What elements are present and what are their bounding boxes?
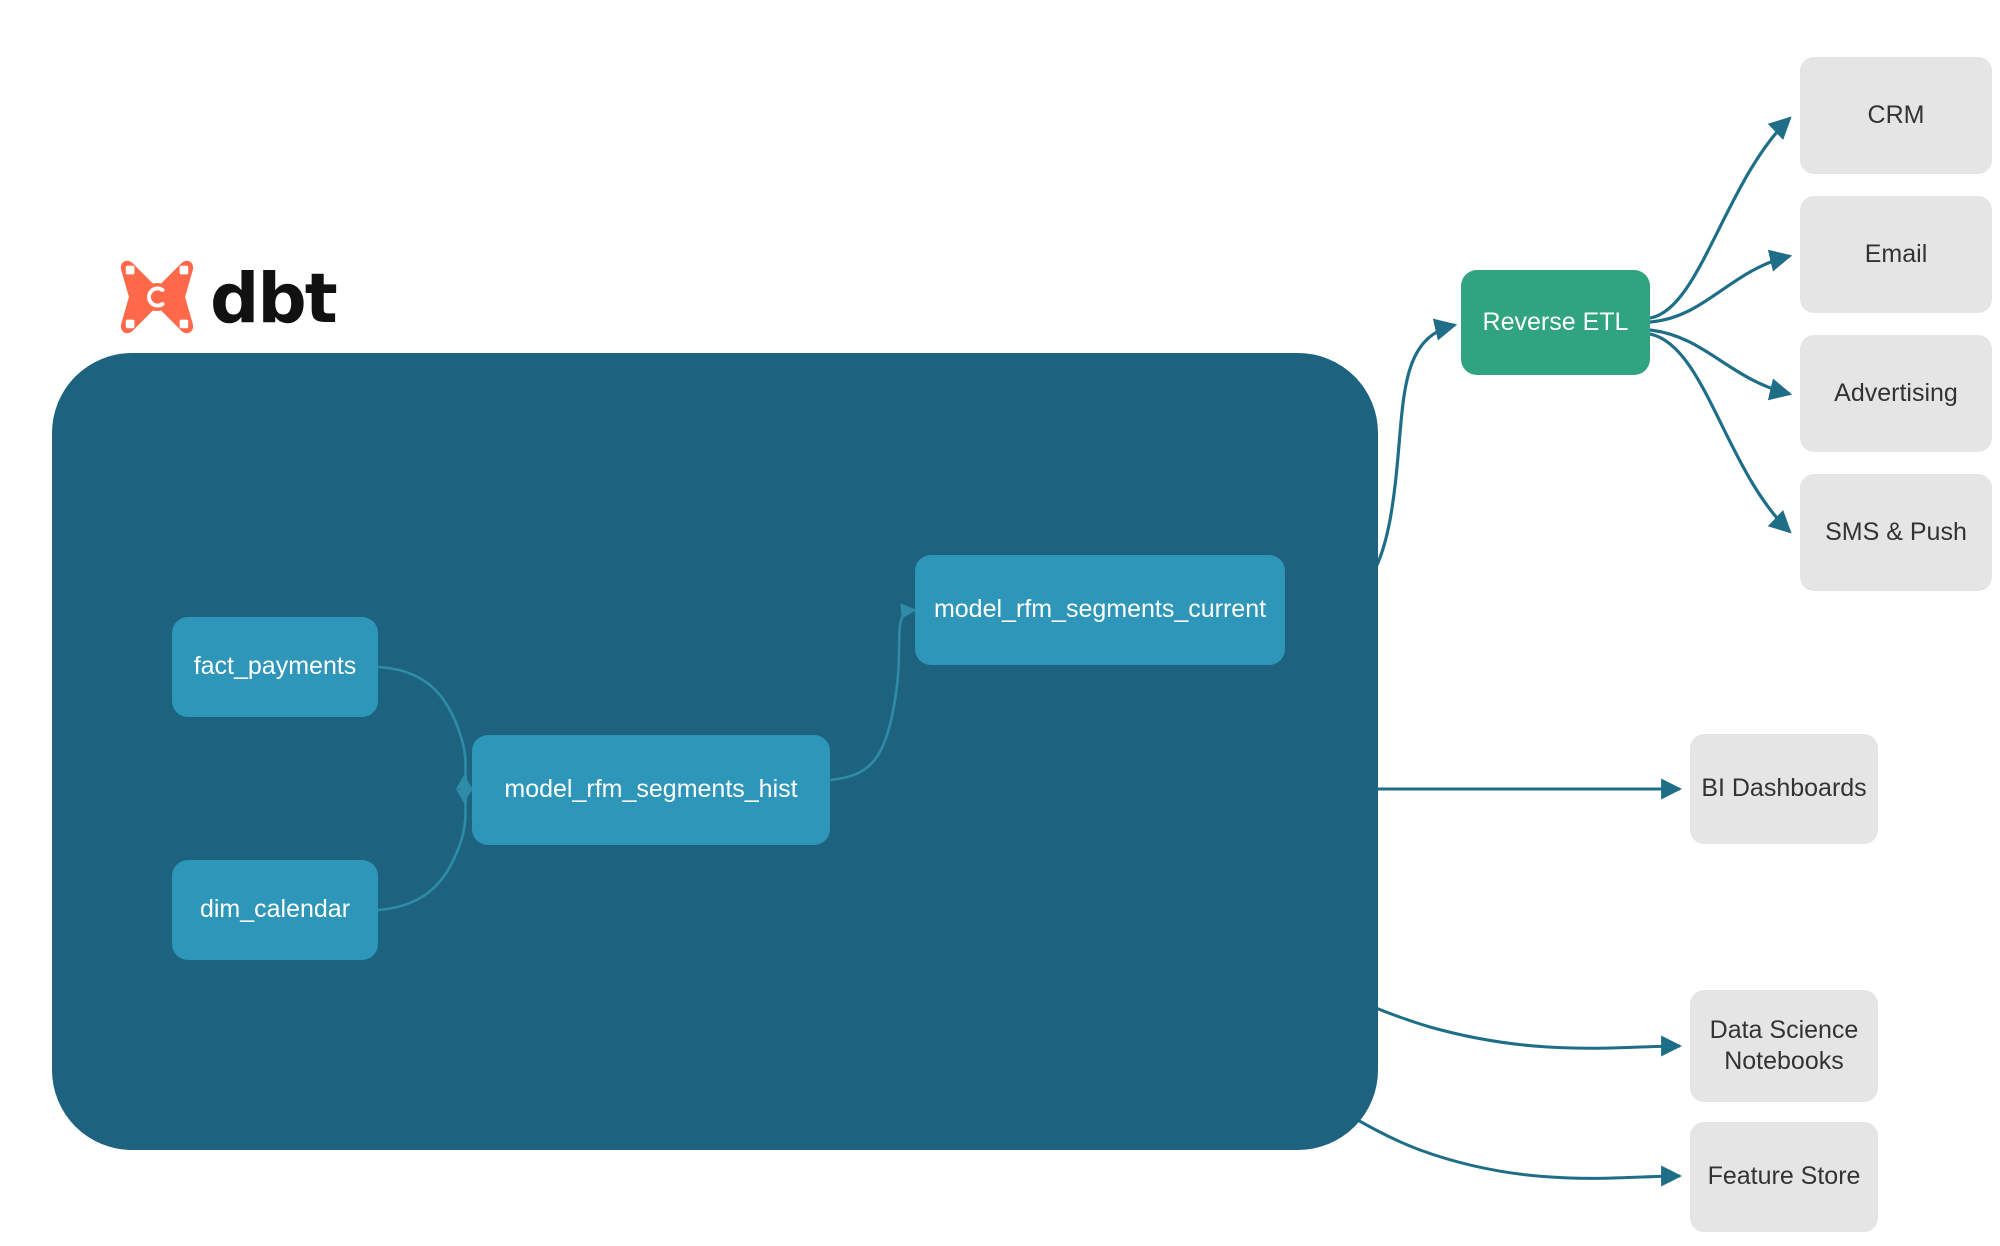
node-label: SMS & Push	[1825, 517, 1967, 546]
edge-reverse-etl-to-sms-push	[1649, 332, 1792, 534]
node-crm[interactable]: CRM	[1800, 57, 1992, 174]
node-label: Advertising	[1834, 378, 1958, 407]
node-label: model_rfm_segments_current	[933, 595, 1267, 624]
node-sms-push[interactable]: SMS & Push	[1800, 474, 1992, 591]
node-model-rfm-segments-current[interactable]: model_rfm_segments_current	[915, 555, 1285, 665]
node-bi-dashboards[interactable]: BI Dashboards	[1690, 734, 1878, 844]
node-label: Reverse ETL	[1482, 307, 1629, 336]
node-label-multiline: Data Science Notebooks	[1710, 1015, 1859, 1078]
edge-fact-payments-to-hist	[377, 665, 474, 791]
edge-reverse-etl-to-email	[1649, 249, 1793, 324]
dbt-x-logo-icon	[120, 260, 194, 334]
node-label: fact_payments	[193, 652, 357, 681]
node-label: CRM	[1867, 100, 1925, 129]
node-feature-store[interactable]: Feature Store	[1690, 1122, 1878, 1232]
node-email[interactable]: Email	[1800, 196, 1992, 313]
edge-reverse-etl-to-crm	[1649, 116, 1792, 320]
node-label: model_rfm_segments_hist	[504, 775, 798, 804]
edge-dim-calendar-to-hist	[377, 787, 474, 912]
node-label-line1: Data Science	[1709, 1015, 1859, 1044]
edge-hist-to-current	[829, 603, 917, 782]
node-fact-payments[interactable]: fact_payments	[172, 617, 378, 717]
edge-reverse-etl-to-advertising	[1649, 328, 1793, 401]
node-label: Feature Store	[1707, 1162, 1861, 1191]
node-label-line2: Notebooks	[1724, 1047, 1844, 1075]
dbt-logo: dbt	[118, 258, 338, 339]
node-label: dim_calendar	[199, 895, 351, 924]
node-label: Email	[1864, 239, 1928, 268]
dbt-wordmark: dbt	[210, 258, 338, 339]
node-dim-calendar[interactable]: dim_calendar	[172, 860, 378, 960]
node-label: BI Dashboards	[1701, 774, 1867, 803]
node-advertising[interactable]: Advertising	[1800, 335, 1992, 452]
node-reverse-etl[interactable]: Reverse ETL	[1461, 270, 1650, 375]
node-model-rfm-segments-hist[interactable]: model_rfm_segments_hist	[472, 735, 830, 845]
node-data-science-notebooks[interactable]: Data Science Notebooks	[1690, 990, 1878, 1102]
